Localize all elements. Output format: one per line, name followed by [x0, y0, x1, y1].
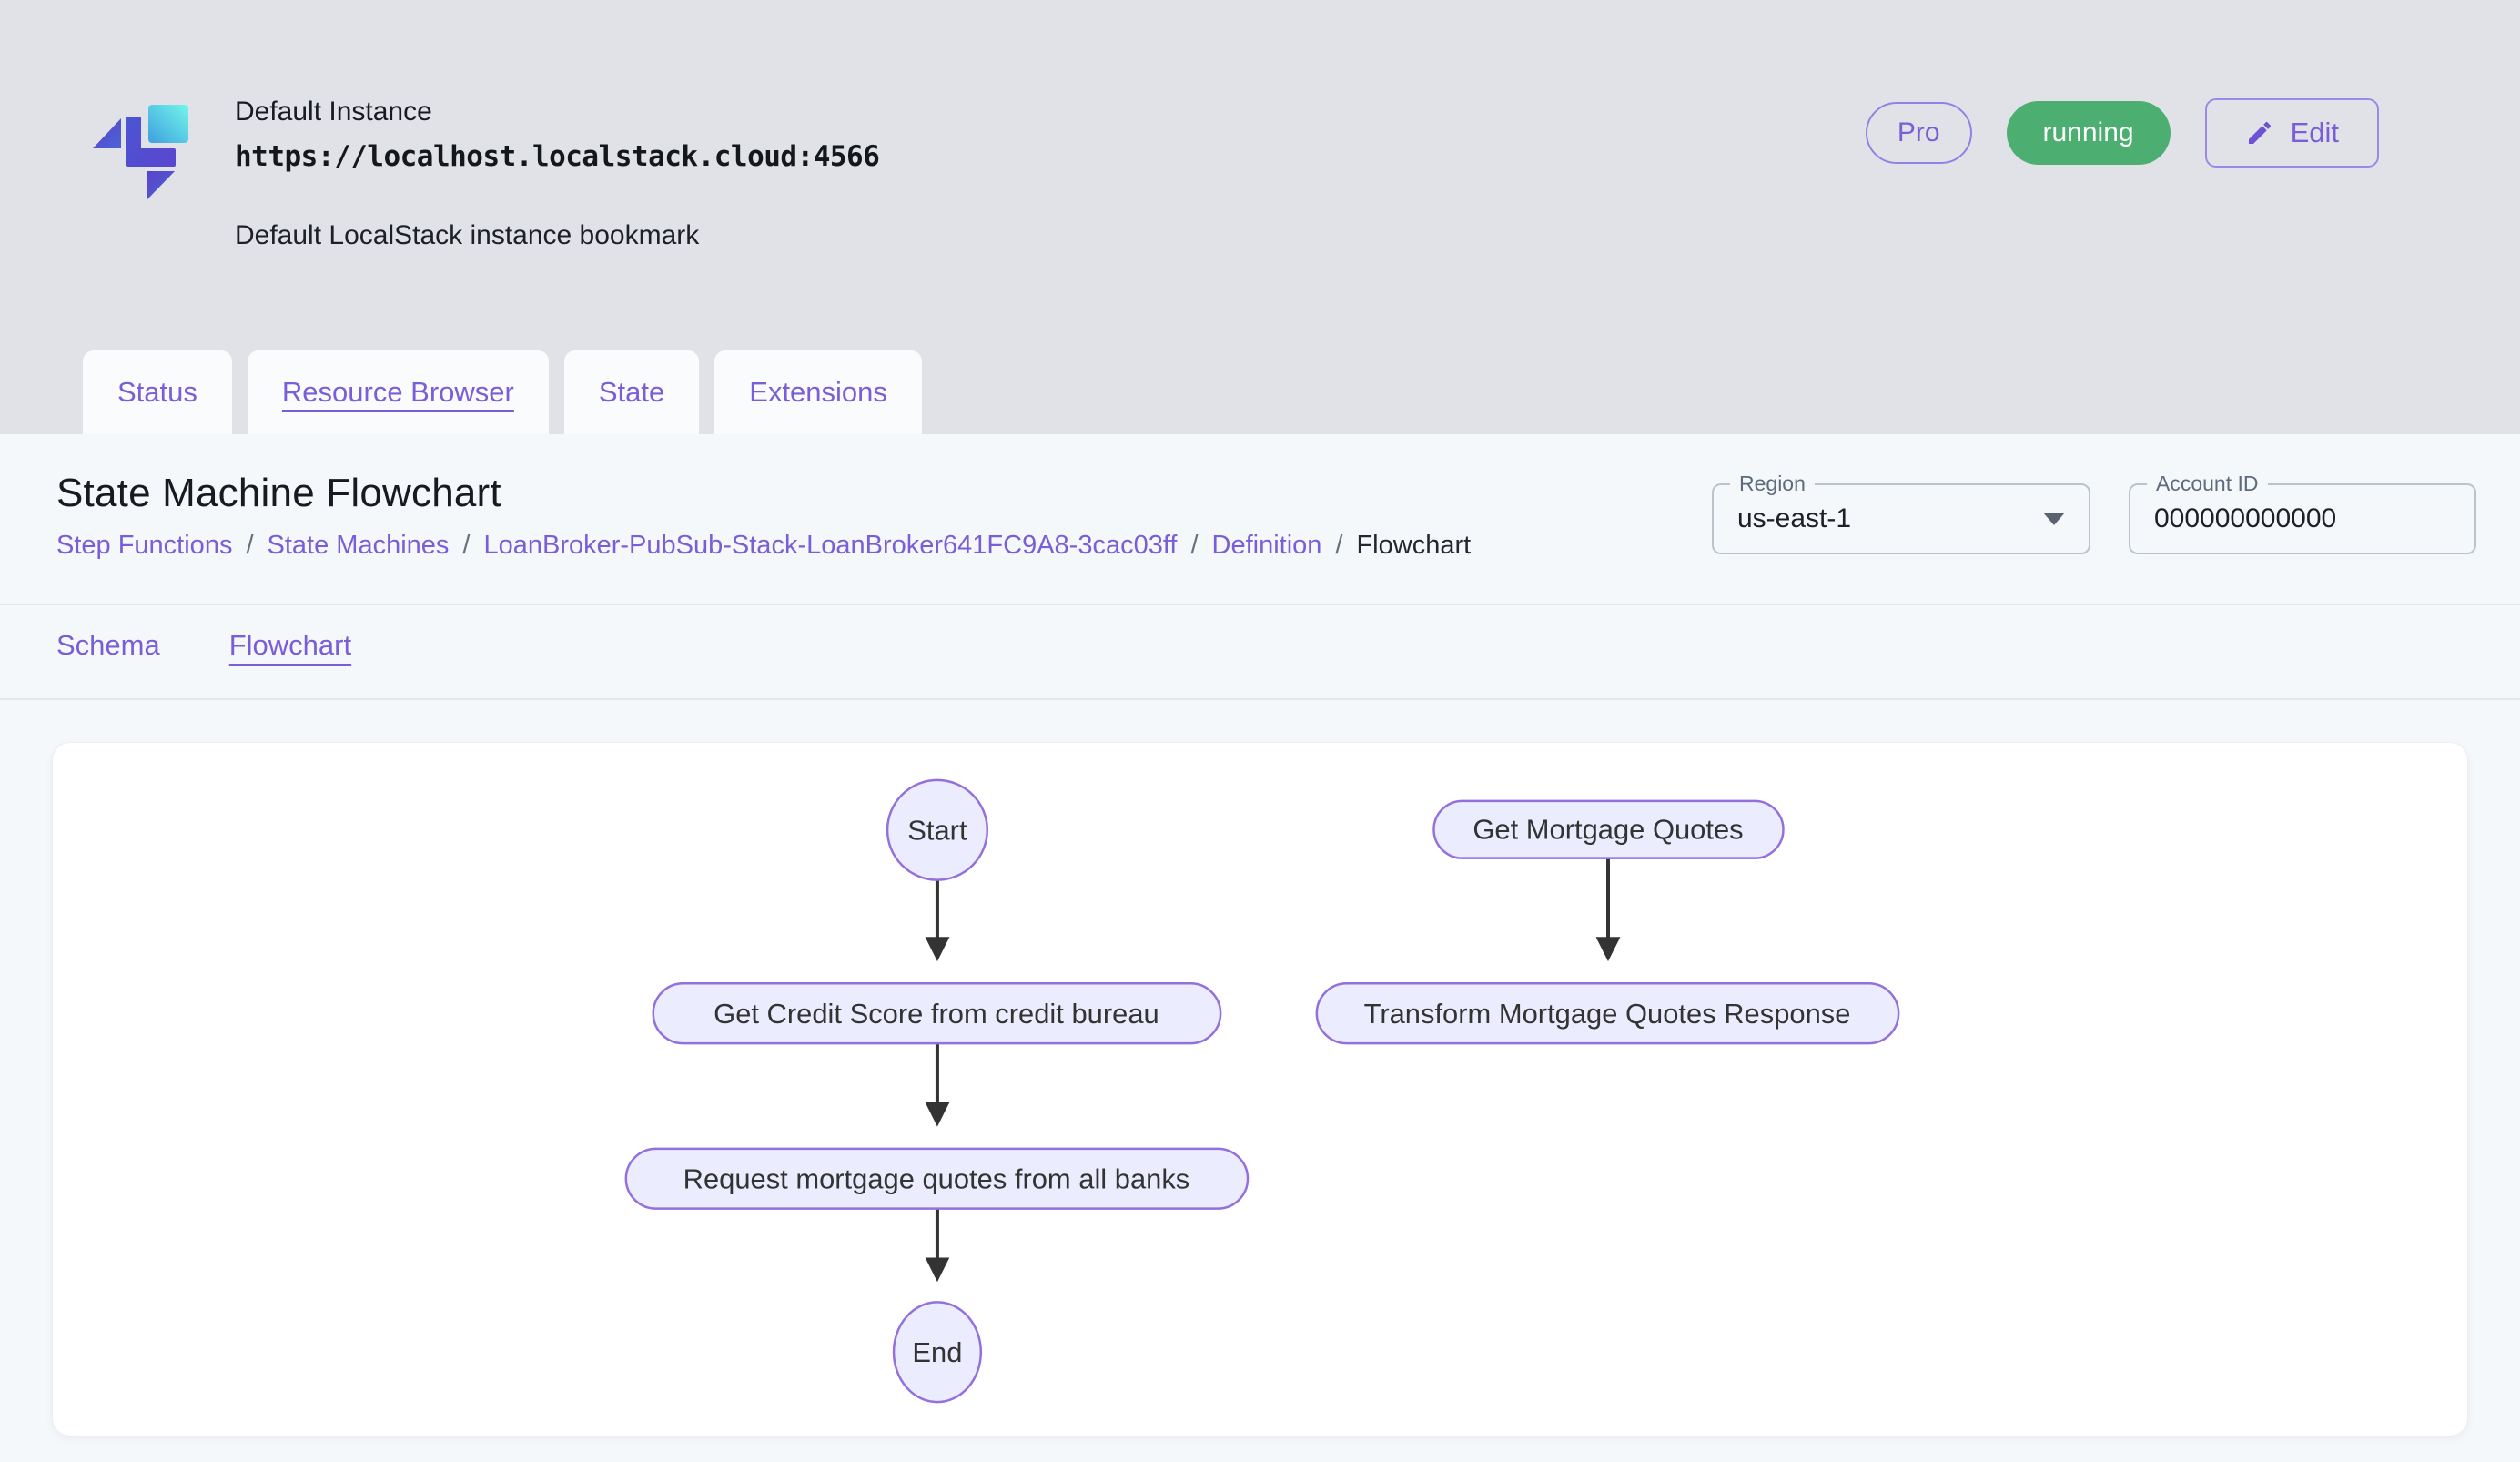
tab-status[interactable]: Status — [83, 350, 232, 434]
breadcrumb-separator: / — [462, 531, 471, 560]
flowchart-svg: Start Get Credit Score from credit burea… — [624, 778, 1900, 1404]
breadcrumb-current: Flowchart — [1356, 531, 1472, 560]
localstack-logo-icon — [93, 105, 188, 200]
breadcrumb-link-state-machine-id[interactable]: LoanBroker-PubSub-Stack-LoanBroker641FC9… — [483, 531, 1178, 560]
flow-node-end: End — [892, 1301, 983, 1404]
flow-node-label: Start — [907, 815, 967, 847]
account-id-field: Account ID — [2129, 471, 2476, 554]
breadcrumb-link-state-machines[interactable]: State Machines — [267, 531, 450, 560]
flow-node-start: Start — [886, 778, 989, 881]
instance-url: https://localhost.localstack.cloud:4566 — [235, 140, 880, 173]
flow-node-transform-response: Transform Mortgage Quotes Response — [1315, 982, 1900, 1045]
breadcrumb-link-step-functions[interactable]: Step Functions — [56, 531, 233, 560]
edit-icon — [2248, 121, 2271, 144]
running-badge: running — [2006, 101, 2171, 165]
breadcrumb-separator: / — [1190, 531, 1199, 560]
chevron-down-icon — [2043, 513, 2065, 525]
subtab-schema[interactable]: Schema — [56, 629, 160, 661]
account-id-input[interactable] — [2154, 503, 2451, 534]
breadcrumb-separator: / — [1335, 531, 1343, 560]
flow-node-label: Transform Mortgage Quotes Response — [1364, 998, 1851, 1030]
flow-node-label: Get Mortgage Quotes — [1473, 814, 1743, 846]
divider — [0, 604, 2520, 605]
pro-badge: Pro — [1865, 102, 1972, 164]
divider — [0, 698, 2520, 700]
edit-button-label: Edit — [2290, 117, 2339, 148]
main-tab-bar: Status Resource Browser State Extensions — [0, 350, 2520, 434]
tab-resource-browser[interactable]: Resource Browser — [247, 350, 549, 434]
region-select[interactable]: Region us-east-1 — [1712, 471, 2090, 554]
resource-browser-panel: State Machine Flowchart Step Functions /… — [0, 434, 2520, 1462]
tab-extensions[interactable]: Extensions — [714, 350, 922, 434]
breadcrumb: Step Functions / State Machines / LoanBr… — [56, 531, 1471, 561]
flow-node-get-mortgage-quotes: Get Mortgage Quotes — [1432, 799, 1785, 859]
flowchart-card: Start Get Credit Score from credit burea… — [52, 742, 2468, 1437]
subtab-flowchart[interactable]: Flowchart — [228, 629, 352, 661]
flow-node-request-quotes: Request mortgage quotes from all banks — [624, 1147, 1250, 1210]
page-title: State Machine Flowchart — [56, 471, 501, 515]
breadcrumb-link-definition[interactable]: Definition — [1211, 531, 1322, 560]
region-label: Region — [1730, 471, 1815, 498]
flow-node-label: Request mortgage quotes from all banks — [683, 1163, 1190, 1195]
flow-node-label: Get Credit Score from credit bureau — [713, 998, 1159, 1030]
breadcrumb-separator: / — [246, 531, 254, 560]
flow-node-label: End — [912, 1336, 962, 1368]
instance-description: Default LocalStack instance bookmark — [235, 220, 700, 250]
instance-name: Default Instance — [235, 96, 432, 127]
edit-button[interactable]: Edit — [2204, 98, 2379, 168]
flow-node-credit-score: Get Credit Score from credit bureau — [652, 982, 1222, 1045]
tab-state[interactable]: State — [563, 350, 700, 434]
instance-header: Default Instance https://localhost.local… — [0, 0, 2520, 350]
definition-subtabs: Schema Flowchart — [0, 605, 2520, 698]
account-id-label: Account ID — [2147, 471, 2268, 498]
region-value: us-east-1 — [1737, 503, 1852, 533]
